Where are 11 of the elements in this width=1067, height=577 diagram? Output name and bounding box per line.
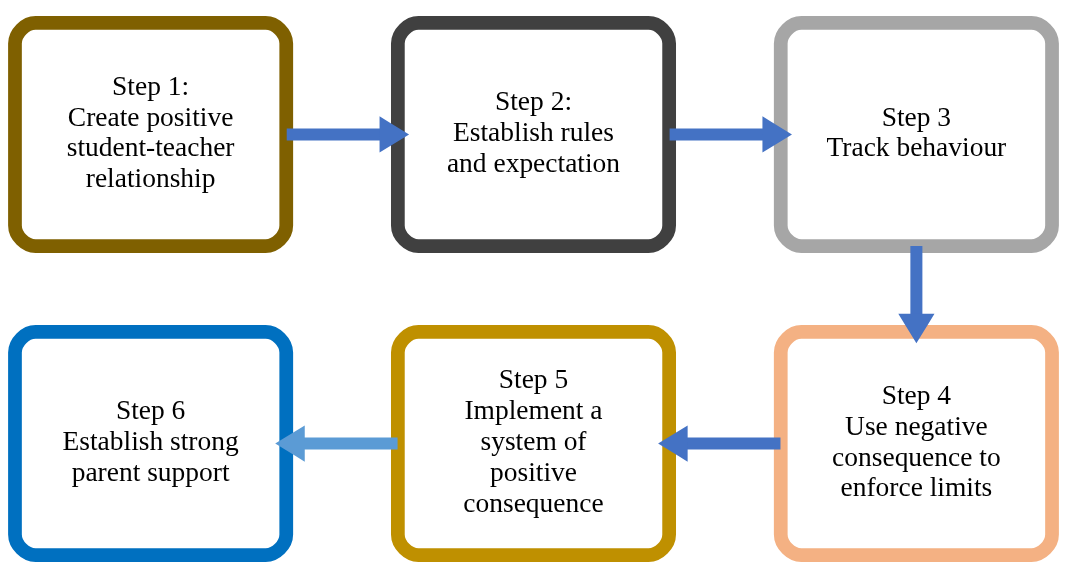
- node-box: Step 4 Use negative consequence to enforce limits: [773, 324, 1059, 562]
- arrow: [898, 245, 935, 343]
- node-box: Step 3 Track behaviour: [773, 15, 1059, 253]
- node-box: Step 5 Implement a system of positive consequence: [391, 324, 676, 562]
- node-box: Step 6 Establish strong parent support: [8, 324, 294, 562]
- node-box: Step 1: Create positive student-teacher relationship: [8, 15, 294, 253]
- arrow: [658, 424, 781, 462]
- arrow: [275, 424, 398, 462]
- arrow: [286, 115, 410, 153]
- arrow: [669, 115, 792, 153]
- node-box: Step 2: Establish rules and expectation: [391, 15, 676, 253]
